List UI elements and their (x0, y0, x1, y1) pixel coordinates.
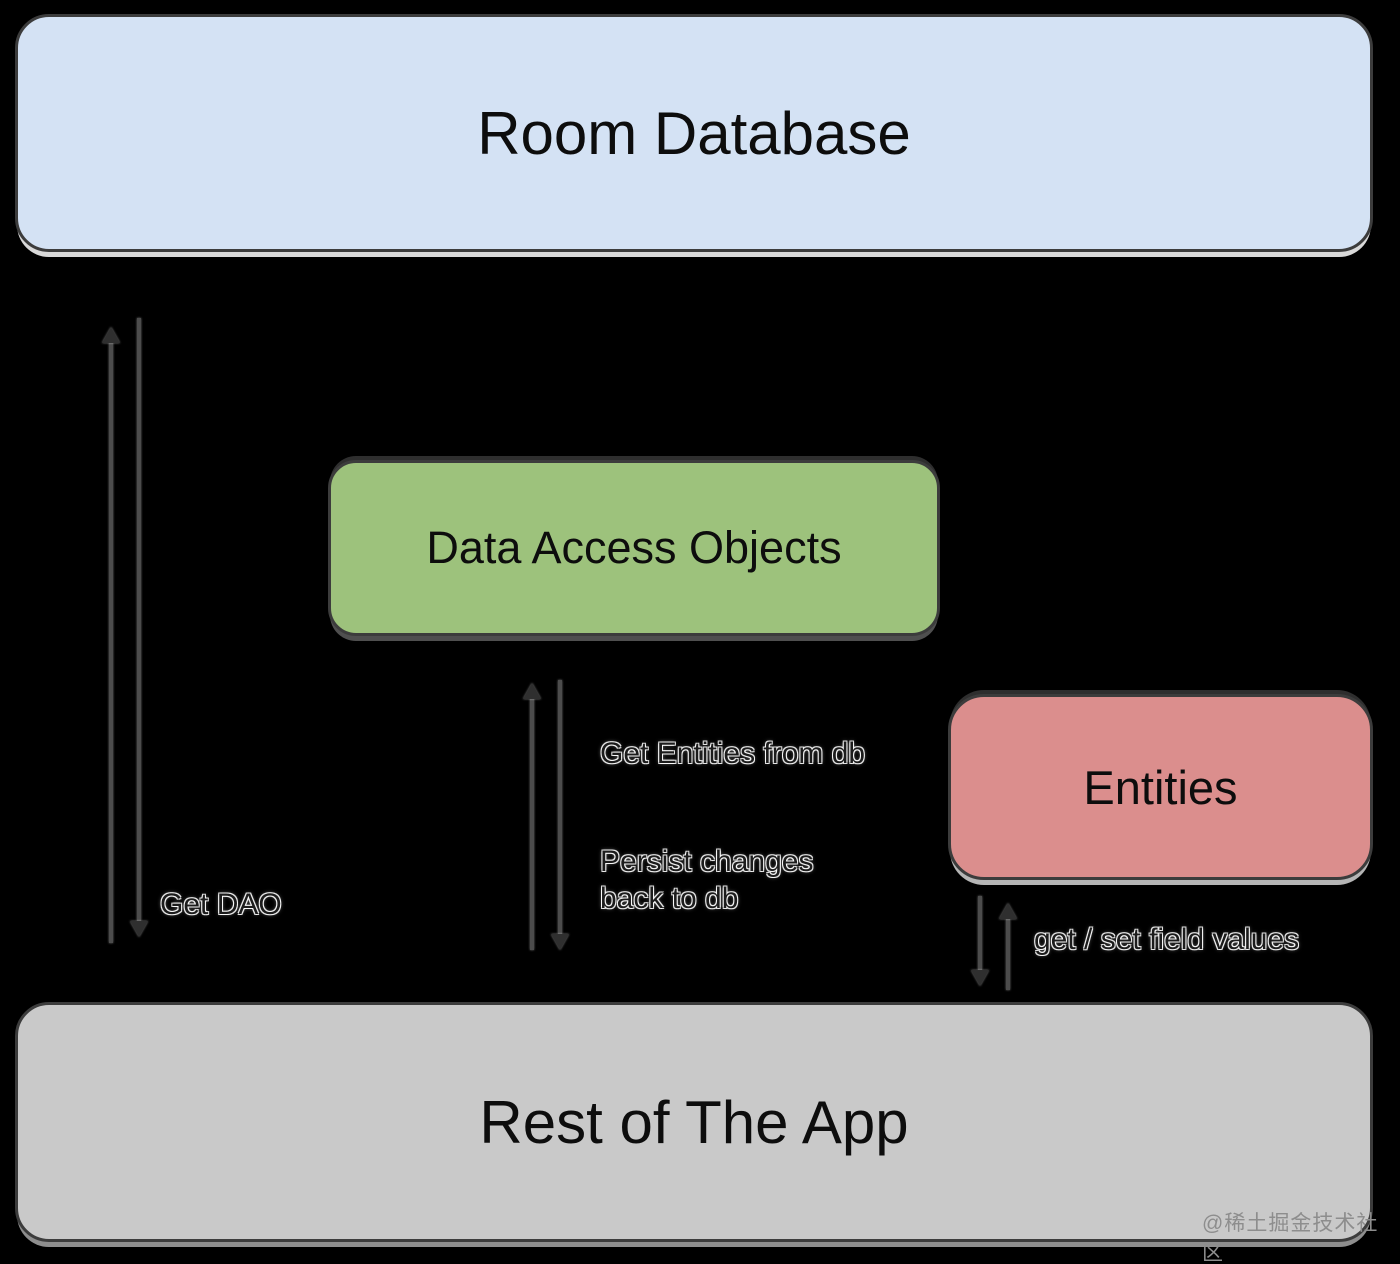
arrow-line-room-to-rest (137, 318, 141, 921)
arrow-down-icon (130, 921, 148, 937)
arrow-up-icon (102, 327, 120, 343)
arrow-up-icon (523, 683, 541, 699)
rest-of-app-box: Rest of The App (15, 1002, 1373, 1242)
room-database-label: Room Database (477, 99, 911, 167)
room-database-box: Room Database (15, 14, 1373, 252)
arrow-up-icon (999, 903, 1017, 919)
data-access-objects-box: Data Access Objects (328, 460, 940, 636)
watermark: @稀土掘金技术社区 (1202, 1212, 1379, 1264)
arrow-line-entities-to-rest (978, 896, 982, 970)
get-entities-label: Get Entities from db (600, 737, 866, 770)
data-access-objects-label: Data Access Objects (426, 522, 842, 573)
arrow-line-rest-to-room (109, 342, 113, 943)
arrow-line-rest-to-entities (1006, 919, 1010, 990)
rest-of-app-label: Rest of The App (479, 1088, 909, 1156)
arrow-down-icon (971, 970, 989, 986)
arrow-down-icon (551, 934, 569, 950)
arrow-line-rest-to-dao (530, 698, 534, 950)
get-dao-label: Get DAO (160, 888, 282, 921)
arrow-line-dao-to-rest (558, 680, 562, 934)
entities-box: Entities (948, 694, 1373, 880)
get-set-field-values-label: get / set field values (1034, 923, 1300, 956)
persist-changes-label: Persist changes back to db (600, 845, 814, 915)
entities-label: Entities (1083, 760, 1238, 814)
